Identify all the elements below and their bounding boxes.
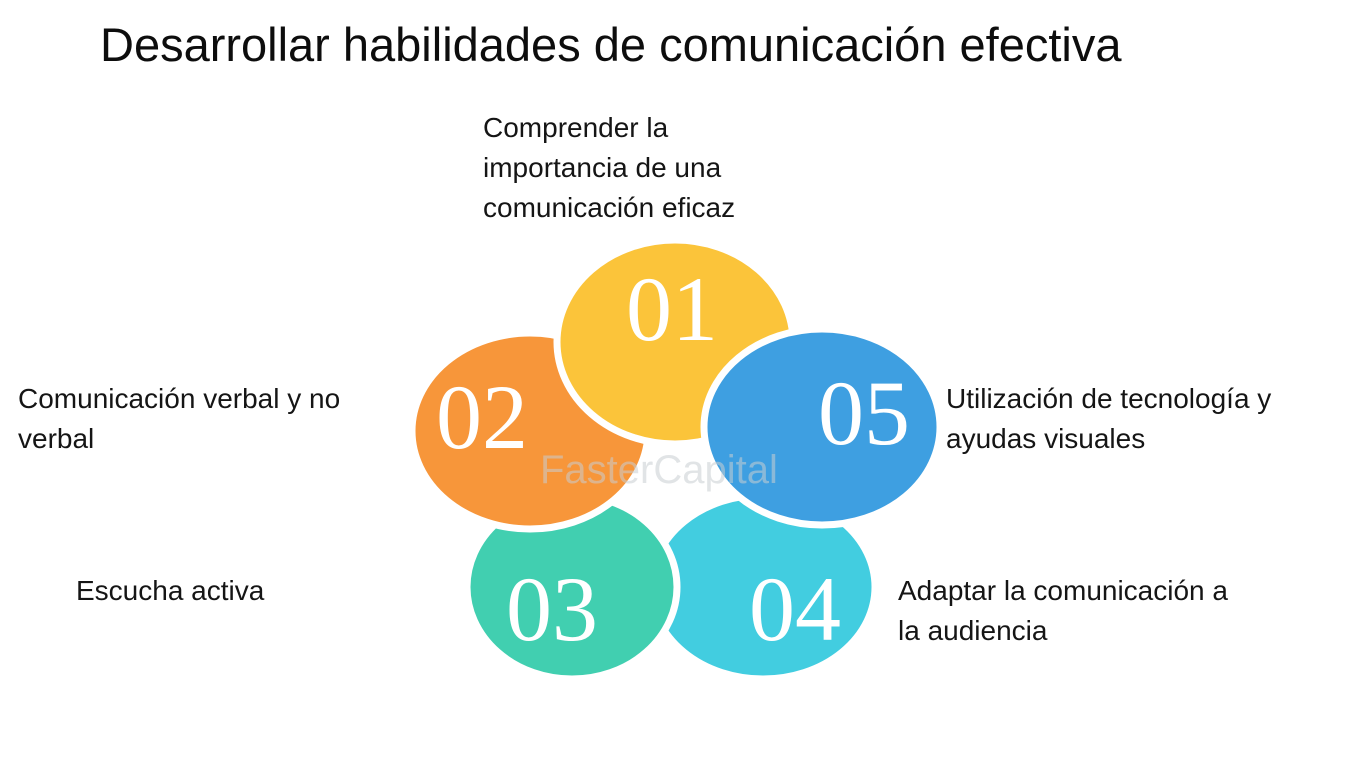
petal-number-02: 02 [436, 366, 528, 468]
label-05: Utilización de tecnología y ayudas visua… [946, 379, 1271, 459]
label-01-line-1: Comprender la [483, 112, 669, 143]
petal-05 [700, 325, 944, 529]
petal-number-05: 05 [818, 362, 910, 464]
label-03: Escucha activa [76, 571, 264, 611]
petal-number-03: 03 [506, 558, 598, 660]
label-03-line-1: Escucha activa [76, 575, 265, 606]
label-01: Comprender la importancia de una comunic… [483, 108, 735, 228]
label-02: Comunicación verbal y no verbal [18, 379, 340, 459]
label-05-line-1: Utilización de tecnología y [946, 383, 1272, 414]
label-04-line-2: la audiencia [898, 615, 1048, 646]
label-04: Adaptar la comunicación a la audiencia [898, 571, 1228, 651]
petal-number-01: 01 [626, 258, 718, 360]
diagram-title: Desarrollar habilidades de comunicación … [100, 18, 1122, 71]
watermark-text: FasterCapital [540, 448, 778, 492]
label-02-line-2: verbal [18, 423, 95, 454]
label-04-line-1: Adaptar la comunicación a [898, 575, 1228, 606]
label-01-line-3: comunicación eficaz [483, 192, 736, 223]
label-02-line-1: Comunicación verbal y no [18, 383, 341, 414]
label-05-line-2: ayudas visuales [946, 423, 1146, 454]
label-01-line-2: importancia de una [483, 152, 722, 183]
petal-number-04: 04 [749, 558, 841, 660]
